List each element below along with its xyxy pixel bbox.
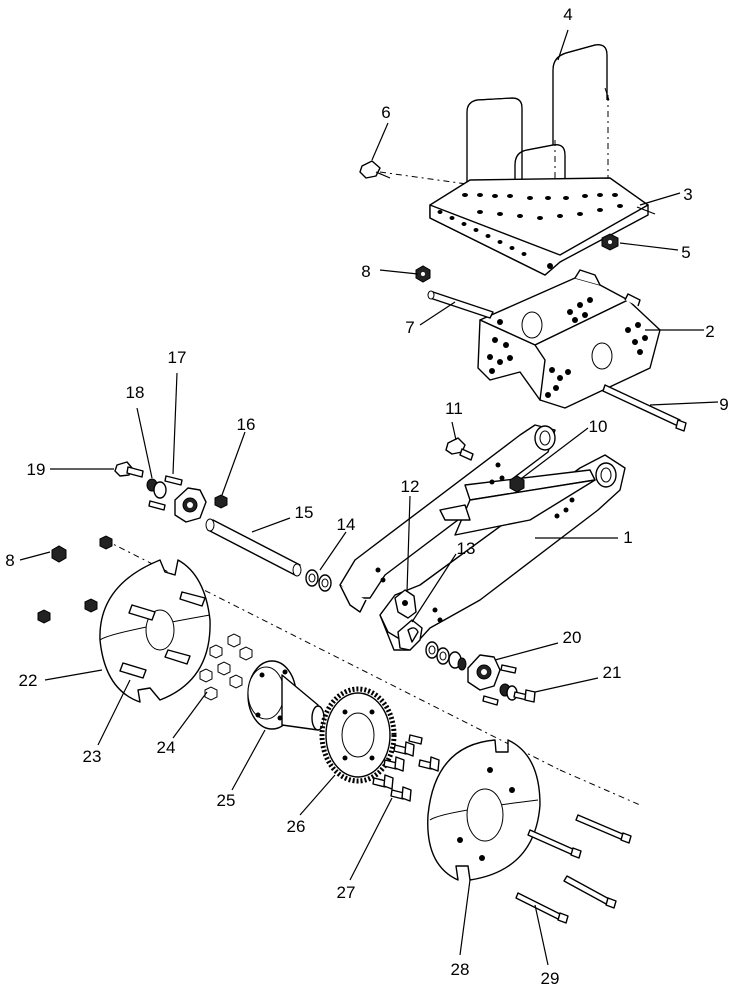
callout-13: 13 <box>457 539 476 558</box>
callout-20: 20 <box>563 628 582 647</box>
sprocket-26 <box>319 686 397 784</box>
nuts-24 <box>199 633 253 701</box>
callout-23: 23 <box>83 747 102 766</box>
callout-27: 27 <box>337 883 356 902</box>
bolt-19 <box>114 461 144 478</box>
shackle-12 <box>394 589 417 619</box>
callout-17: 17 <box>168 348 187 367</box>
disc-right <box>427 739 541 881</box>
callout-8-left: 8 <box>5 551 14 570</box>
callout-1: 1 <box>623 528 632 547</box>
callout-10: 10 <box>589 417 608 436</box>
callout-5: 5 <box>681 243 690 262</box>
callout-15: 15 <box>295 503 314 522</box>
bolts-29 <box>515 814 632 924</box>
callout-7: 7 <box>405 318 414 337</box>
washers-14 <box>305 569 450 665</box>
bolt-17 <box>148 475 183 511</box>
callout-3: 3 <box>683 185 692 204</box>
flange-left <box>174 487 207 523</box>
shackle-13 <box>397 619 423 651</box>
nut-5 <box>601 233 619 251</box>
nut-8-upper <box>415 265 431 283</box>
callout-6: 6 <box>381 103 390 122</box>
flange-right <box>448 651 517 706</box>
mounting-plate <box>429 177 656 276</box>
callout-14: 14 <box>337 515 356 534</box>
callout-22: 22 <box>19 671 38 690</box>
leader-lines <box>19 29 719 966</box>
nut-8-left <box>51 545 67 563</box>
callout-29: 29 <box>541 969 560 988</box>
callout-19: 19 <box>27 460 46 479</box>
hub-25 <box>247 660 325 731</box>
bolt-6 <box>359 160 391 179</box>
bolts-27 <box>372 734 440 802</box>
callout-9: 9 <box>719 395 728 414</box>
nut-16 <box>214 494 228 509</box>
callout-12: 12 <box>401 477 420 496</box>
pivot-bracket <box>477 269 661 409</box>
pin-15 <box>205 518 302 577</box>
callout-26: 26 <box>287 817 306 836</box>
callout-4: 4 <box>563 5 572 24</box>
pin-7 <box>427 290 494 319</box>
callout-18: 18 <box>126 383 145 402</box>
callout-25: 25 <box>217 791 236 810</box>
washer-18 <box>146 478 167 499</box>
u-bolts <box>466 44 610 215</box>
callout-2: 2 <box>705 322 714 341</box>
callout-11: 11 <box>445 399 463 418</box>
callout-24: 24 <box>157 738 176 757</box>
bolt-21 <box>499 683 536 703</box>
callout-21: 21 <box>603 663 622 682</box>
callout-16: 16 <box>237 415 256 434</box>
bolt-9 <box>602 384 687 432</box>
nut-10 <box>509 475 525 493</box>
disc-left <box>99 559 211 703</box>
loose-nuts-left <box>37 535 113 624</box>
main-arm <box>339 424 626 651</box>
callouts: 4 3 5 6 8 7 2 9 10 11 12 13 14 15 16 17 … <box>5 5 728 988</box>
callout-28: 28 <box>451 960 470 979</box>
bolt-11 <box>445 437 474 461</box>
callout-8-upper: 8 <box>361 262 370 281</box>
